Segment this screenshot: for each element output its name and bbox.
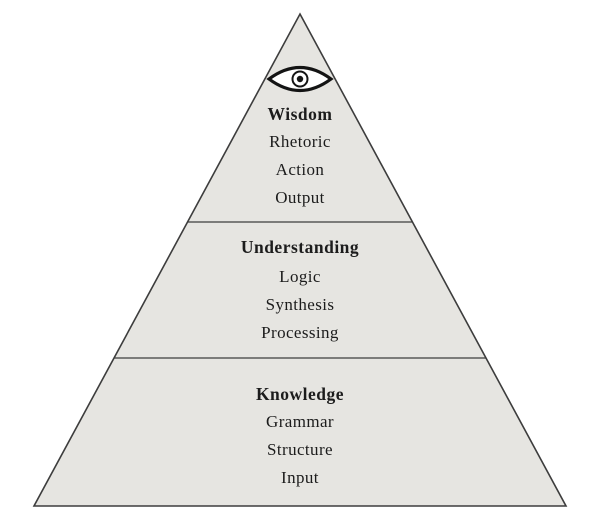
tier-wisdom-item-output: Output xyxy=(275,188,325,207)
tier-wisdom-heading: Wisdom xyxy=(267,104,333,124)
tier-knowledge-item-input: Input xyxy=(281,468,319,487)
tier-knowledge-item-grammar: Grammar xyxy=(266,412,334,431)
tier-knowledge-item-structure: Structure xyxy=(267,440,333,459)
tier-wisdom-item-action: Action xyxy=(275,160,325,179)
tier-understanding-item-processing: Processing xyxy=(261,323,339,342)
tier-understanding-heading: Understanding xyxy=(240,237,360,257)
tier-understanding-item-logic: Logic xyxy=(279,267,321,286)
eye-icon xyxy=(266,66,334,92)
pyramid-outline xyxy=(32,12,568,507)
tier-wisdom-item-rhetoric: Rhetoric xyxy=(269,132,331,151)
tier-understanding-item-synthesis: Synthesis xyxy=(265,295,335,314)
tier-knowledge-heading: Knowledge xyxy=(255,384,345,404)
